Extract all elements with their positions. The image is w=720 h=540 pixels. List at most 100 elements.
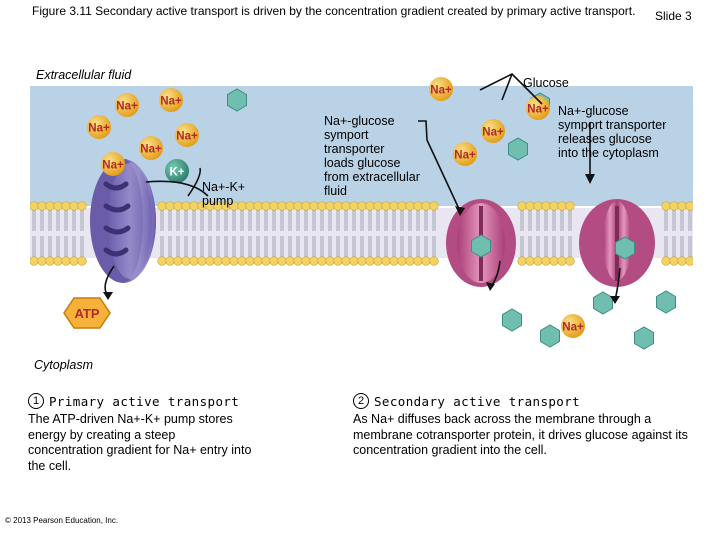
lipid-head bbox=[165, 256, 175, 266]
lipid-head bbox=[77, 201, 87, 211]
lipid-head bbox=[317, 201, 327, 211]
lipid-head bbox=[413, 256, 423, 266]
lipid-head bbox=[349, 256, 359, 266]
sodium-ion: Na+ bbox=[526, 96, 550, 120]
lipid-head bbox=[365, 201, 375, 211]
lipid-head bbox=[381, 201, 391, 211]
lipid-head bbox=[557, 201, 567, 211]
lipid-head bbox=[245, 201, 255, 211]
lipid-head bbox=[245, 256, 255, 266]
svg-text:Na+: Na+ bbox=[527, 104, 549, 116]
lipid-head bbox=[261, 201, 271, 211]
lipid-head bbox=[37, 201, 47, 211]
callout-arrows bbox=[145, 73, 591, 212]
lipid-head bbox=[173, 256, 183, 266]
sodium-ion: Na+ bbox=[115, 93, 139, 117]
lipid-head bbox=[549, 256, 559, 266]
lipid-head bbox=[309, 201, 319, 211]
lipid-head bbox=[669, 201, 679, 211]
sodium-ion: Na+ bbox=[159, 88, 183, 112]
lipid-head bbox=[421, 201, 431, 211]
lipid-head bbox=[525, 256, 535, 266]
step-body-1: The ATP-driven Na+-K+ pump stores energy… bbox=[28, 412, 252, 473]
lipid-head bbox=[365, 256, 375, 266]
lipid-head bbox=[181, 256, 191, 266]
lipid-head bbox=[677, 201, 687, 211]
lipid-head bbox=[293, 201, 303, 211]
lipid-head bbox=[325, 201, 335, 211]
lipid-head bbox=[189, 201, 199, 211]
lipid-head bbox=[189, 256, 199, 266]
lipid-head bbox=[341, 256, 351, 266]
lipid-head bbox=[661, 256, 671, 266]
transport-diagram: Na+Na+Na+Na+Na+Na+Na+Na+Na+Na+Na+K+ ATP … bbox=[29, 56, 695, 372]
step-primary-active-transport: 1 Primary active transport The ATP-drive… bbox=[28, 392, 318, 474]
lipid-head bbox=[677, 256, 687, 266]
lipid-head bbox=[61, 201, 71, 211]
glucose-molecule bbox=[502, 308, 522, 332]
atp-molecule: ATP bbox=[63, 297, 111, 329]
lipid-head bbox=[685, 256, 695, 266]
lipid-head bbox=[69, 201, 79, 211]
na-k-pump-protein bbox=[90, 159, 156, 283]
lipid-head bbox=[37, 256, 47, 266]
lipid-head bbox=[309, 256, 319, 266]
lipid-head bbox=[549, 201, 559, 211]
svg-text:Na+: Na+ bbox=[454, 150, 476, 162]
lipid-head bbox=[157, 201, 167, 211]
sodium-ion: Na+ bbox=[139, 136, 163, 160]
glucose-molecule bbox=[540, 324, 560, 348]
step-body-2: As Na+ diffuses back across the membrane… bbox=[353, 412, 688, 457]
svg-text:Na+: Na+ bbox=[430, 85, 452, 97]
svg-text:Na+: Na+ bbox=[88, 123, 110, 135]
pump-to-k-arrow bbox=[187, 167, 202, 197]
lipid-head bbox=[197, 256, 207, 266]
glucose-entry-arrow bbox=[489, 260, 501, 289]
lipid-head bbox=[69, 256, 79, 266]
svg-text:Na+: Na+ bbox=[562, 322, 584, 334]
lipid-head bbox=[301, 256, 311, 266]
lipid-head bbox=[181, 201, 191, 211]
extracellular-fluid-label: Extracellular fluid bbox=[36, 68, 132, 82]
lipid-head bbox=[45, 201, 55, 211]
glucose-leader-2 bbox=[501, 73, 513, 101]
lipid-head bbox=[269, 256, 279, 266]
na-release-arrow bbox=[614, 267, 621, 301]
glucose-molecule bbox=[227, 88, 247, 112]
sodium-ion: Na+ bbox=[481, 119, 505, 143]
lipid-head bbox=[253, 201, 263, 211]
step-title-2: Secondary active transport bbox=[374, 393, 581, 409]
lipid-head bbox=[221, 256, 231, 266]
svg-text:Na+: Na+ bbox=[176, 131, 198, 143]
step-number-2: 2 bbox=[353, 393, 369, 409]
glucose-molecule bbox=[615, 236, 635, 260]
lipid-head bbox=[157, 256, 167, 266]
lipid-head bbox=[357, 256, 367, 266]
lipid-head bbox=[661, 201, 671, 211]
lipid-head bbox=[533, 201, 543, 211]
lipid-head bbox=[357, 201, 367, 211]
atp-text: ATP bbox=[74, 306, 99, 321]
sodium-ion: Na+ bbox=[87, 115, 111, 139]
glucose-molecule bbox=[471, 234, 491, 258]
lipid-head bbox=[557, 256, 567, 266]
lipid-head bbox=[389, 256, 399, 266]
lipid-head bbox=[669, 256, 679, 266]
glucose-molecule bbox=[593, 291, 613, 315]
lipid-head bbox=[421, 256, 431, 266]
loads-label-leader bbox=[418, 120, 461, 212]
lipid-head bbox=[517, 256, 527, 266]
glucose-molecule bbox=[634, 326, 654, 350]
sodium-ion: Na+ bbox=[561, 314, 585, 338]
symport-loads-label: Na+-glucose symport transporter loads gl… bbox=[324, 114, 420, 198]
lipid-head bbox=[397, 256, 407, 266]
lipid-head bbox=[293, 256, 303, 266]
lipid-head bbox=[405, 256, 415, 266]
step-title-1: Primary active transport bbox=[49, 393, 240, 409]
lipid-head bbox=[565, 256, 575, 266]
lipid-head bbox=[213, 256, 223, 266]
lipid-head bbox=[389, 201, 399, 211]
lipid-head bbox=[373, 256, 383, 266]
cytoplasm-label: Cytoplasm bbox=[34, 358, 94, 372]
glucose-label: Glucose bbox=[523, 76, 569, 90]
